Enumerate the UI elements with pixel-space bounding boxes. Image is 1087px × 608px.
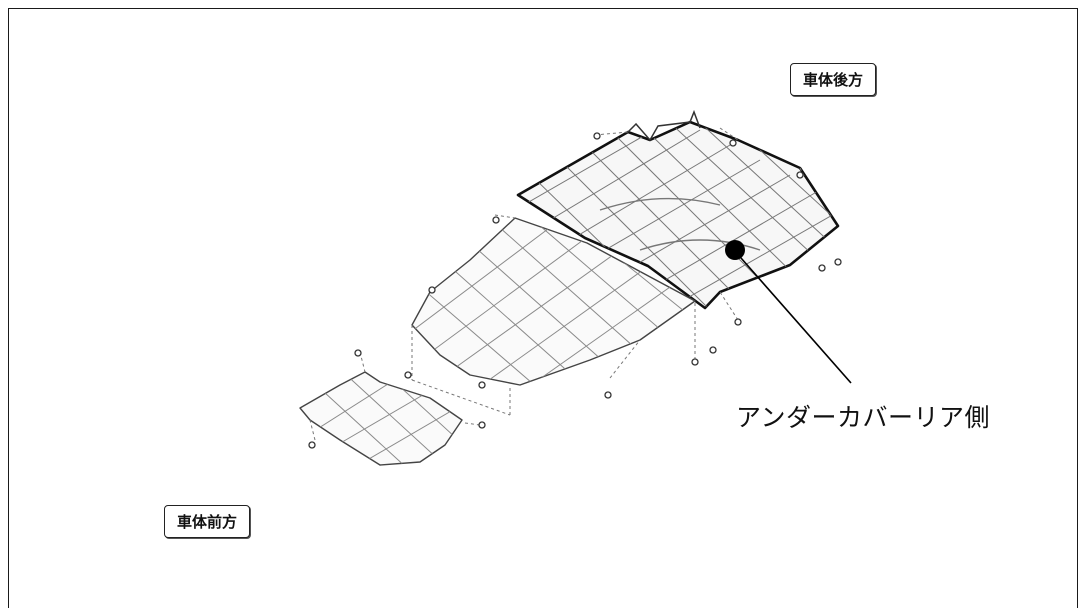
clip-icon <box>796 171 804 179</box>
clip-icon <box>834 258 842 266</box>
clip-icon <box>709 346 717 354</box>
callout-marker-dot <box>725 240 745 260</box>
clip-icon <box>308 441 316 449</box>
clip-icon <box>428 286 436 294</box>
clip-icon <box>492 216 500 224</box>
clip-icon <box>691 358 699 366</box>
clip-icon <box>354 349 362 357</box>
callout-leader-line <box>740 257 852 384</box>
diagram-frame <box>8 8 1078 608</box>
clip-icon <box>478 421 486 429</box>
clip-icon <box>734 318 742 326</box>
clip-icon <box>404 371 412 379</box>
guide-lines <box>309 127 806 441</box>
clip-icon <box>729 139 737 147</box>
clip-icon <box>478 381 486 389</box>
vehicle-rear-label: 車体後方 <box>790 63 877 96</box>
fasteners <box>308 132 842 449</box>
clip-icon <box>593 132 601 140</box>
clip-icon <box>818 264 826 272</box>
vehicle-front-label: 車体前方 <box>164 505 251 538</box>
front-under-cover-panel <box>299 371 463 466</box>
under-cover-rear-callout-label: アンダーカバーリア側 <box>736 403 991 432</box>
clip-icon <box>604 391 612 399</box>
